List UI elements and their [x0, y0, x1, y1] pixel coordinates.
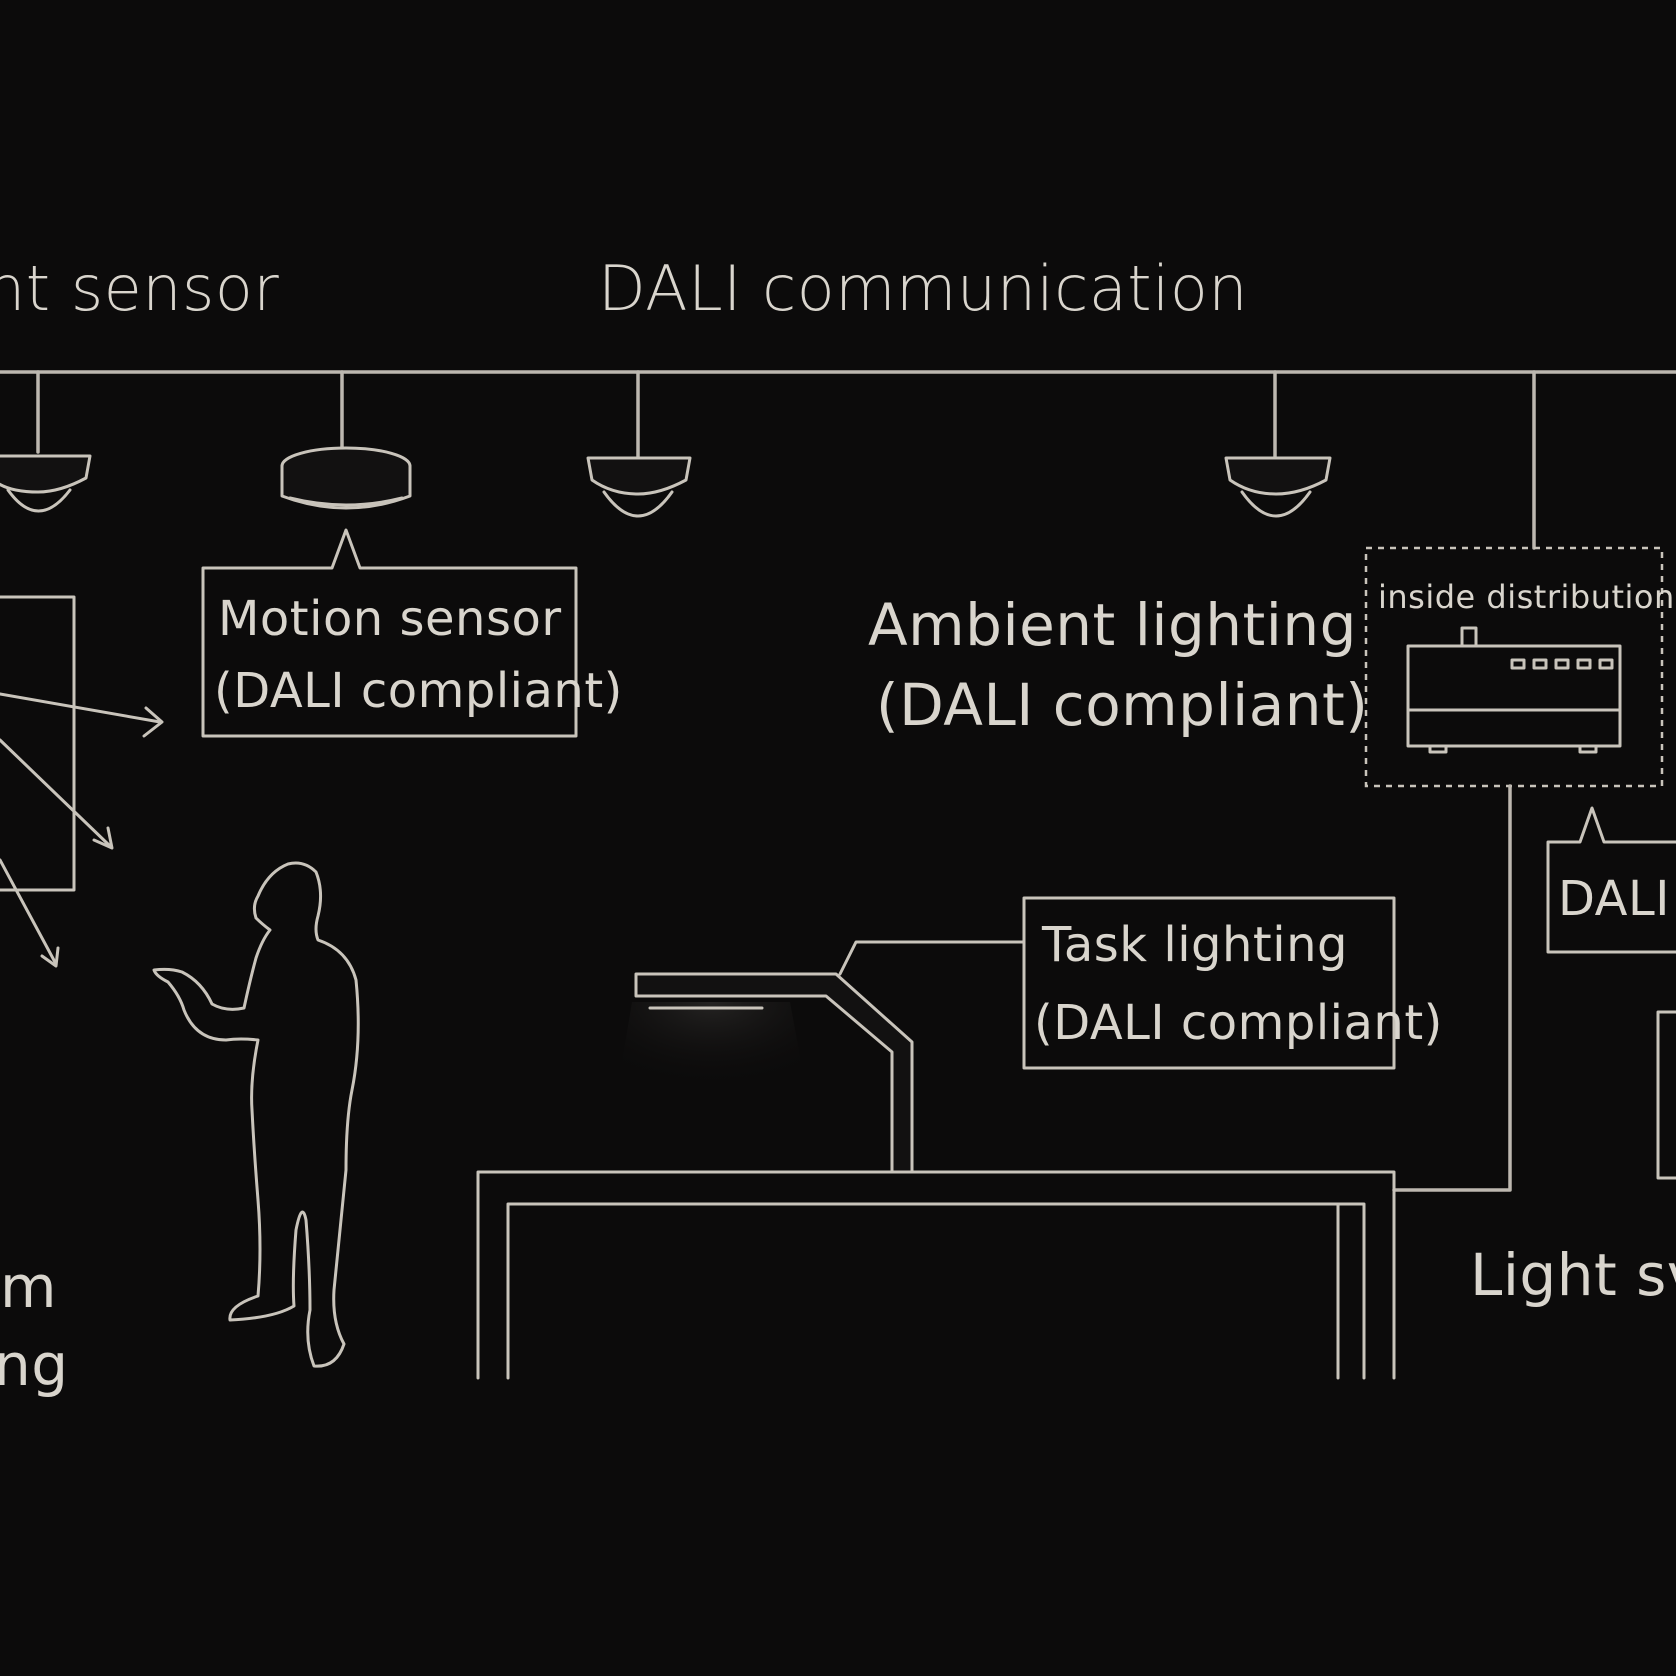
dali-controller-callout — [1546, 806, 1676, 954]
motion-sensor-title: Motion sensor — [218, 591, 562, 647]
partial-sensor-label: nt sensor — [0, 252, 280, 325]
ceiling-light-icon — [1224, 456, 1332, 518]
dali-controller-label: DALI — [1558, 871, 1670, 927]
person-icon — [152, 861, 360, 1368]
task-lamp-icon — [614, 972, 914, 1174]
distribution-to-desk-line — [1392, 784, 1512, 1192]
desk-icon — [476, 1170, 1396, 1380]
partial-left-label-2: ng — [0, 1331, 69, 1399]
task-lighting-callout — [1022, 896, 1396, 1070]
ambient-lighting-title: Ambient lighting — [868, 591, 1357, 659]
task-lighting-title: Task lighting — [1042, 917, 1348, 973]
light-switch-label: Light sv — [1470, 1241, 1676, 1309]
detection-arrows — [0, 692, 164, 968]
ceiling-light-icon — [586, 456, 692, 518]
task-lighting-subtitle: (DALI compliant) — [1034, 995, 1443, 1051]
motion-sensor-device-icon — [280, 446, 412, 510]
inside-distribution-label: inside distribution — [1378, 578, 1675, 616]
partial-left-label-1: m — [0, 1253, 57, 1321]
distribution-board-device-icon — [1406, 626, 1622, 754]
window-frame — [0, 595, 76, 892]
motion-sensor-callout — [201, 528, 578, 738]
light-switch-icon — [1656, 1010, 1676, 1180]
distribution-box — [1364, 546, 1664, 788]
motion-sensor-subtitle: (DALI compliant) — [214, 663, 623, 719]
ceiling-light-icon — [0, 454, 92, 513]
dali-communication-label: DALI communication — [598, 252, 1249, 325]
ambient-lighting-subtitle: (DALI compliant) — [876, 671, 1369, 739]
task-callout-leader — [838, 940, 1026, 976]
